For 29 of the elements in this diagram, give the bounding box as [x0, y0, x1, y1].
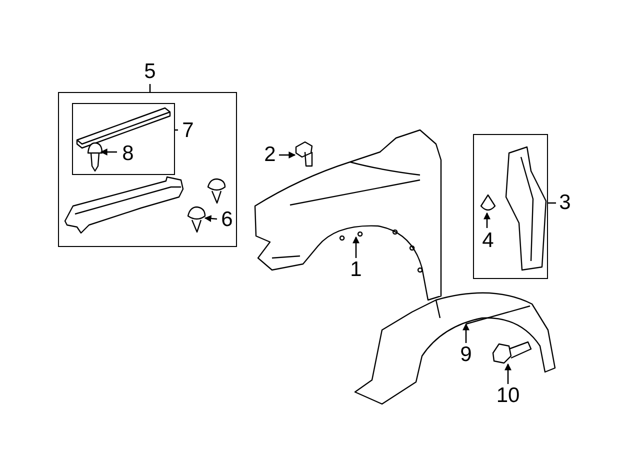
leader-line — [149, 84, 151, 92]
leader-arrow — [279, 152, 296, 158]
leader-line — [174, 129, 178, 131]
clip-drawing — [87, 142, 103, 172]
clip-drawing — [207, 178, 226, 204]
leader-arrow — [352, 236, 360, 258]
callout-number: 7 — [179, 119, 197, 143]
leader-arrow — [484, 212, 490, 228]
callout-number: 2 — [261, 143, 279, 167]
rail-drawing — [64, 176, 184, 234]
leader-arrow — [462, 323, 470, 343]
clip-drawing — [187, 206, 206, 233]
group-frame — [72, 103, 175, 175]
callout-number: 9 — [457, 343, 475, 367]
bracket-drawing — [505, 147, 547, 271]
leader-arrow — [100, 148, 117, 156]
leader-line — [548, 202, 556, 204]
callout-number: 5 — [140, 60, 160, 84]
callout-number: 4 — [479, 229, 497, 253]
leader-arrow — [204, 215, 218, 222]
group-frame — [58, 92, 237, 247]
callout-number: 3 — [556, 191, 574, 215]
callout-number: 6 — [218, 208, 236, 232]
fender-drawing — [253, 128, 443, 302]
callout-number: 1 — [347, 258, 365, 282]
leader-arrow — [504, 363, 512, 384]
callout-number: 10 — [494, 384, 522, 408]
group-frame — [473, 134, 548, 279]
callout-number: 8 — [119, 142, 137, 166]
